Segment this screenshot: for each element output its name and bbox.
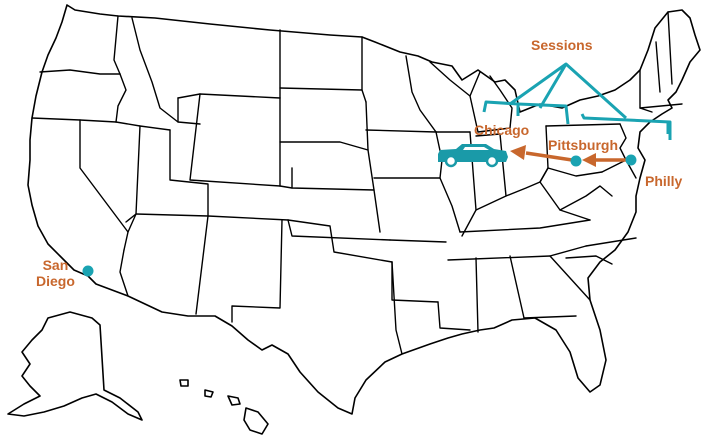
wa-or-border (39, 69, 121, 75)
nd-mn-border (361, 36, 367, 103)
mn-wi-border (405, 55, 437, 133)
co-nm-border (207, 215, 289, 221)
chicago-label: Chicago (474, 122, 530, 138)
sessions-callout (482, 62, 672, 140)
az-nm-border (195, 215, 209, 315)
car-window (463, 147, 489, 150)
hawaii-big-island (243, 407, 269, 435)
map-land (7, 4, 701, 435)
pa-nj-border (619, 123, 627, 161)
alaska-outline (7, 311, 143, 421)
arrow-philly-to-pittsburgh-head (582, 153, 596, 167)
ut-wy-co-border (169, 129, 209, 217)
wv-va-border (559, 185, 613, 211)
session-bracket-3 (580, 113, 672, 140)
car-wheel-rear (485, 154, 499, 168)
hawaii-oahu (204, 389, 214, 398)
nc-sc-border (565, 255, 613, 265)
wy-co-border (189, 93, 281, 187)
mo-ar-border (389, 239, 447, 243)
in-oh-border (475, 133, 507, 211)
philly-location-dot-icon (625, 154, 637, 166)
id-mt-border (131, 17, 201, 125)
san-diego-label: San Diego (36, 257, 75, 289)
philly-label: Philly (645, 173, 683, 189)
wa-id-border (113, 15, 121, 75)
ut-az-border (135, 213, 209, 217)
session-bracket-2 (517, 102, 570, 125)
nm-tx-border (231, 219, 283, 323)
nv-az-border (127, 213, 137, 233)
pa-ny-border (545, 123, 621, 127)
route-overlay (82, 62, 672, 277)
nh-me-border (667, 11, 673, 85)
arrow-pittsburgh-to-chicago-shaft (525, 151, 573, 162)
car-icon (438, 144, 508, 168)
ca-az-border (119, 249, 129, 297)
contiguous-us-outline (27, 4, 701, 415)
ky-tn-border (459, 219, 591, 233)
san-diego-label-line1: San (42, 257, 69, 273)
or-id-border (115, 73, 127, 123)
car-wheel-front (444, 154, 458, 168)
hawaii-kauai (179, 379, 189, 387)
pittsburgh-location-dot-icon (570, 155, 582, 167)
arrow-pittsburgh-to-chicago-head (510, 145, 526, 160)
hawaii-maui (227, 395, 241, 406)
mi-up-border (429, 61, 471, 97)
ok-tx-border (287, 219, 393, 263)
sd-ne-border (279, 141, 369, 151)
ga-fl-border (523, 315, 577, 319)
ca-nv-border (79, 119, 129, 251)
oh-ky-wv-border (505, 167, 549, 197)
ar-la-border (391, 261, 439, 303)
session-bracket-1 (482, 100, 520, 116)
ms-al-border (475, 257, 479, 333)
ks-ok-border (287, 219, 391, 241)
san-diego-label-line2: Diego (36, 273, 75, 289)
la-ms-border (437, 301, 471, 331)
va-nc-border (585, 237, 637, 247)
pittsburgh-label: Pittsburgh (548, 137, 618, 153)
vt-nh-border (655, 41, 661, 93)
sessions-label: Sessions (531, 37, 593, 53)
state-borders (31, 11, 683, 355)
nd-sd-border (279, 87, 363, 91)
wv-md-border (547, 167, 603, 177)
route-arrows (510, 145, 628, 167)
al-ga-border (509, 255, 525, 319)
mn-ia-sd-border (365, 101, 381, 233)
session-pointer-lines (509, 62, 628, 120)
ma-ct-border (639, 103, 683, 109)
mn-ia-border (365, 129, 437, 133)
san-diego-location-dot-icon (82, 265, 94, 277)
ga-sc-border (549, 255, 591, 301)
tx-la-border (391, 261, 403, 355)
